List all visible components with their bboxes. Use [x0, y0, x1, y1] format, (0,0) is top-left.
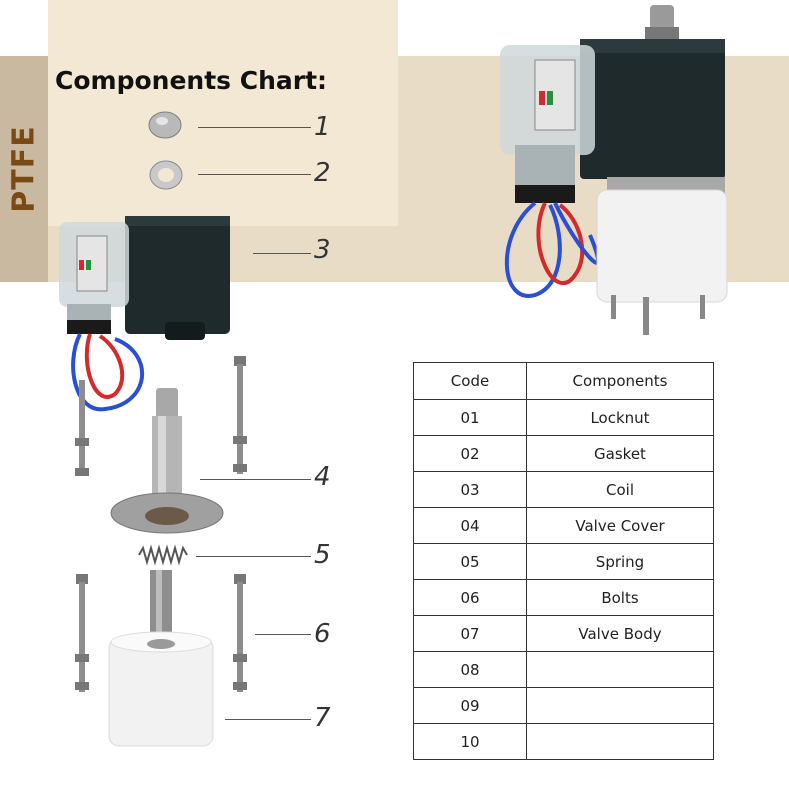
code-cell: 05 — [413, 543, 527, 580]
callout-number-5: 5 — [314, 540, 331, 570]
component-cell: Valve Cover — [526, 507, 714, 544]
callout-line-4 — [200, 479, 311, 480]
code-cell: 06 — [413, 579, 527, 616]
column-header-code: Code — [413, 362, 527, 400]
valve-cover-image — [110, 388, 224, 534]
callout-number-7: 7 — [314, 703, 331, 733]
code-cell: 07 — [413, 615, 527, 652]
code-cell: 02 — [413, 435, 527, 472]
callout-number-1: 1 — [314, 112, 331, 142]
table-row: 10 — [413, 723, 714, 760]
material-label: PTFE — [6, 125, 42, 213]
gasket-image — [149, 160, 183, 190]
callout-line-1 — [198, 127, 311, 128]
component-cell: Coil — [526, 471, 714, 508]
column-header-components: Components — [526, 362, 714, 400]
code-cell: 03 — [413, 471, 527, 508]
code-cell: 08 — [413, 651, 527, 688]
callout-line-2 — [198, 174, 311, 175]
component-cell — [526, 687, 714, 724]
bolt-image-upper-right — [233, 356, 247, 474]
callout-number-3: 3 — [314, 235, 331, 265]
callout-number-4: 4 — [314, 462, 331, 492]
table-row: 08 — [413, 651, 714, 688]
code-cell: 09 — [413, 687, 527, 724]
callout-line-5 — [196, 556, 311, 557]
table-row: 09 — [413, 687, 714, 724]
code-cell: 01 — [413, 399, 527, 436]
table-header-row: Code Components — [413, 362, 714, 400]
page-title: Components Chart: — [55, 66, 328, 95]
bolt-image-lower-left — [75, 574, 89, 692]
component-cell: Locknut — [526, 399, 714, 436]
side-bar — [0, 56, 48, 282]
assembled-valve-image — [500, 5, 728, 335]
valve-body-image — [108, 570, 214, 747]
code-cell: 10 — [413, 723, 527, 760]
callout-line-7 — [225, 719, 311, 720]
bolt-image-upper-left — [75, 380, 89, 476]
coil-image — [59, 216, 230, 412]
component-cell: Bolts — [526, 579, 714, 616]
callout-number-2: 2 — [314, 158, 331, 188]
locknut-image — [148, 111, 182, 139]
component-cell: Valve Body — [526, 615, 714, 652]
bolt-image-lower-right — [233, 574, 247, 692]
component-cell: Spring — [526, 543, 714, 580]
component-cell — [526, 723, 714, 760]
component-cell — [526, 651, 714, 688]
callout-number-6: 6 — [314, 619, 331, 649]
chart-panel — [48, 0, 398, 226]
code-cell: 04 — [413, 507, 527, 544]
callout-line-3 — [253, 253, 311, 254]
spring-image — [138, 544, 188, 566]
callout-line-6 — [255, 634, 311, 635]
component-cell: Gasket — [526, 435, 714, 472]
